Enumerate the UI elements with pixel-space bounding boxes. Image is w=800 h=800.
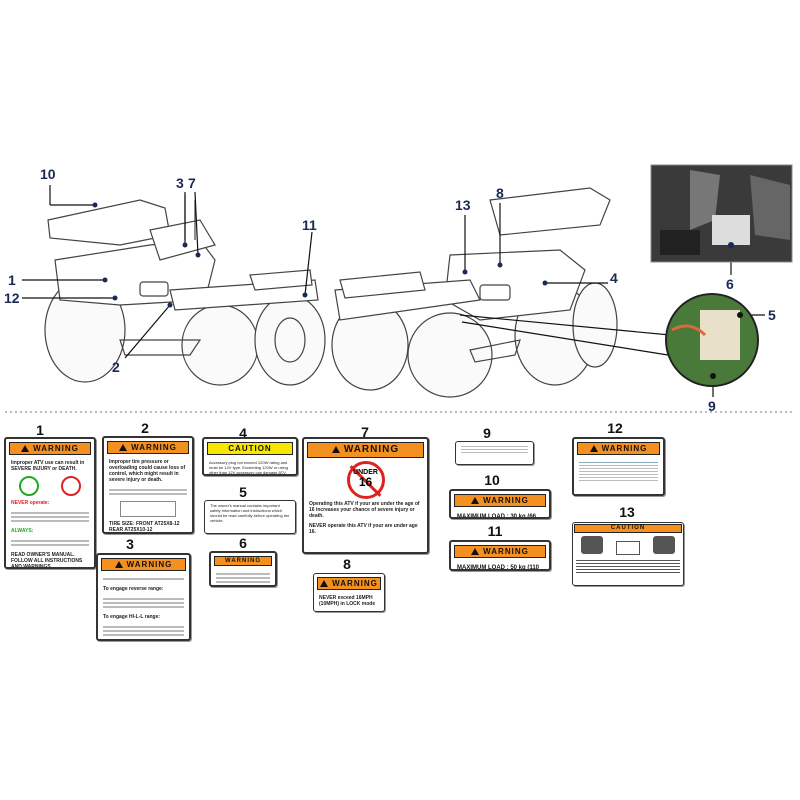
warning-triangle-icon: [589, 445, 598, 452]
leader-dots: [92, 202, 548, 308]
max-load-text: MAXIMUM LOAD : 30 kg (66 lbs): [457, 514, 537, 519]
label-number-3: 3: [126, 536, 134, 552]
label-3: WARNING To engage reverse range: To enga…: [96, 553, 191, 641]
label-text: The owner's manual contains important sa…: [210, 503, 290, 523]
label-number-6: 6: [239, 535, 247, 551]
label-header: WARNING: [343, 444, 400, 455]
label-text-2: To engage HI-L-L range:: [103, 614, 161, 620]
callout-8: 8: [496, 185, 504, 201]
under-16-prohibition-icon: UNDER 16: [346, 461, 385, 499]
callout-2: 2: [112, 359, 120, 375]
label-11: WARNING MAXIMUM LOAD : 50 kg (110 lbs): [449, 540, 551, 571]
label-number-8: 8: [343, 556, 351, 572]
label-header: WARNING: [332, 579, 378, 588]
label-1: WARNING Improper ATV use can result in S…: [4, 437, 96, 569]
warning-triangle-icon: [471, 497, 480, 504]
prohibited-use-icon: [61, 476, 81, 496]
inset-photo: [650, 164, 793, 263]
label-10: WARNING MAXIMUM LOAD : 30 kg (66 lbs): [449, 489, 551, 519]
circle-inset: [665, 293, 759, 387]
label-number-7: 7: [361, 424, 369, 440]
label-text: Accessory plug not exceed 120W rating an…: [209, 460, 288, 475]
label-number-4: 4: [239, 425, 247, 441]
callout-7: 7: [188, 175, 196, 191]
label-9: [455, 441, 534, 465]
callout-3: 3: [176, 175, 184, 191]
badge-under: UNDER: [353, 469, 378, 476]
label-header: WARNING: [483, 547, 529, 556]
label-text: Improper ATV use can result in SEVERE IN…: [11, 460, 85, 472]
label-text: Improper tire pressure or overloading co…: [109, 459, 186, 483]
label-7: WARNING UNDER 16 Operating this ATV if y…: [302, 437, 429, 554]
warning-triangle-icon: [21, 445, 30, 452]
label-number-2: 2: [141, 420, 149, 436]
tire-size: TIRE SIZE: FRONT AT25X8-12 REAR AT25X10-…: [109, 521, 180, 533]
label-header: WARNING: [601, 444, 648, 453]
label-5: The owner's manual contains important sa…: [204, 500, 296, 534]
label-text: NEVER exceed 16MPH (10MPH) in LOCK mode: [319, 595, 376, 607]
label-text-2: NEVER operate this ATV if your are under…: [309, 523, 418, 535]
leader-lines: [22, 185, 765, 397]
callout-4: 4: [610, 270, 618, 286]
label-6: WARNING: [209, 551, 277, 587]
label-text: To engage reverse range:: [103, 586, 164, 592]
tire-pressure-illustrations: [573, 534, 683, 557]
badge-age: 16: [358, 475, 373, 489]
label-header: WARNING: [126, 560, 173, 569]
callout-5: 5: [768, 307, 776, 323]
label-4: CAUTION Accessory plug not exceed 120W r…: [202, 437, 298, 476]
callout-1: 1: [8, 272, 16, 288]
label-text: Operating this ATV if your are under the…: [309, 501, 420, 519]
warning-triangle-icon: [114, 561, 123, 568]
callout-9: 9: [708, 398, 716, 414]
label-header: CAUTION: [610, 525, 646, 531]
label-2: WARNING Improper tire pressure or overlo…: [102, 436, 194, 534]
callout-11: 11: [302, 217, 317, 233]
callout-12: 12: [4, 290, 20, 306]
label-number-9: 9: [483, 425, 491, 441]
label-number-13: 13: [619, 504, 635, 520]
label-header: WARNING: [225, 558, 261, 564]
label-number-1: 1: [36, 422, 44, 438]
label-footer: READ OWNER'S MANUAL. FOLLOW ALL INSTRUCT…: [11, 552, 83, 569]
label-number-12: 12: [607, 420, 623, 436]
label-13: CAUTION: [572, 522, 684, 586]
atv-left-drawing: [44, 195, 326, 386]
never-heading: NEVER operate:: [11, 500, 50, 506]
atv-right-drawing: [331, 187, 618, 398]
warning-triangle-icon: [331, 446, 340, 453]
label-8: WARNING NEVER exceed 16MPH (10MPH) in LO…: [313, 573, 385, 612]
warning-triangle-icon: [119, 444, 128, 451]
callout-6: 6: [726, 276, 734, 292]
pressure-table: [120, 501, 176, 517]
label-number-5: 5: [239, 484, 247, 500]
label-12: WARNING: [572, 437, 665, 496]
always-heading: ALWAYS:: [11, 528, 34, 534]
label-header: WARNING: [33, 444, 79, 453]
label-header: WARNING: [483, 496, 529, 505]
max-load-text: MAXIMUM LOAD : 50 kg (110 lbs): [457, 565, 540, 571]
label-number-11: 11: [487, 523, 503, 539]
callout-10: 10: [40, 166, 56, 182]
label-header: CAUTION: [207, 442, 293, 455]
label-number-10: 10: [484, 472, 500, 488]
label-header: WARNING: [131, 443, 177, 452]
callout-13: 13: [455, 197, 471, 213]
correct-use-icon: [19, 476, 39, 496]
warning-triangle-icon: [320, 580, 329, 587]
warning-triangle-icon: [471, 548, 480, 555]
